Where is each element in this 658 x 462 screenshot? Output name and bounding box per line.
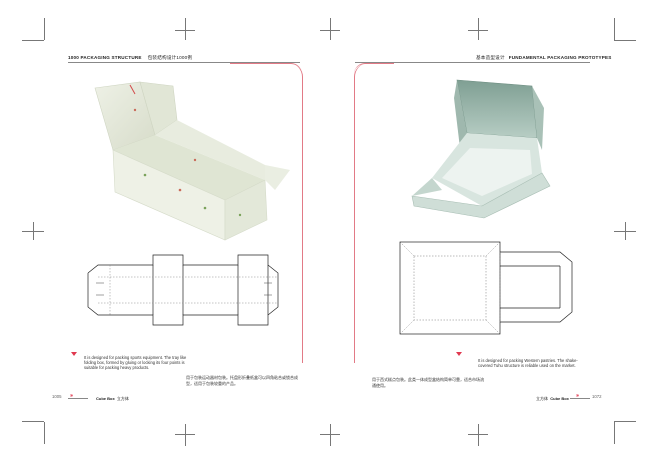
right-dieline-diagram — [399, 241, 573, 335]
right-page-number: 1072 — [592, 394, 602, 399]
right-footer: 立方体 Cube Box — [536, 396, 569, 401]
triangle-down-icon — [71, 352, 77, 356]
right-caption-cn: 用于西式糕点包装。此类一体成型盒结构简单可靠，适合市场流通使用。 — [372, 377, 484, 388]
left-page-number: 1005 — [52, 394, 62, 399]
right-caption-en: It is designed for packing Western pastr… — [478, 358, 578, 369]
left-caption-en: It is designed for packing sports equipm… — [84, 355, 187, 371]
left-page-frame — [68, 63, 303, 363]
open-box-photo — [94, 81, 290, 241]
left-dieline-diagram — [87, 254, 279, 326]
right-page-frame — [354, 63, 371, 363]
right-red-marks: ››› — [576, 393, 579, 399]
left-footer: Cube Box 立方体 — [96, 396, 129, 401]
left-header-rule — [68, 62, 300, 63]
left-red-marks: ››› — [70, 393, 73, 399]
left-caption-cn: 用于包装运动器材包装。托盘形折叠纸盒可以四角粘合或锁合成型，适用于包装较重的产品… — [186, 375, 298, 386]
registration-crosshair-icon — [185, 18, 186, 40]
teal-box-photo — [411, 79, 551, 219]
right-triangle-down-icon — [456, 352, 462, 356]
right-header-rule — [355, 62, 590, 63]
right-footer-rule — [570, 398, 590, 399]
left-footer-rule — [68, 398, 88, 399]
